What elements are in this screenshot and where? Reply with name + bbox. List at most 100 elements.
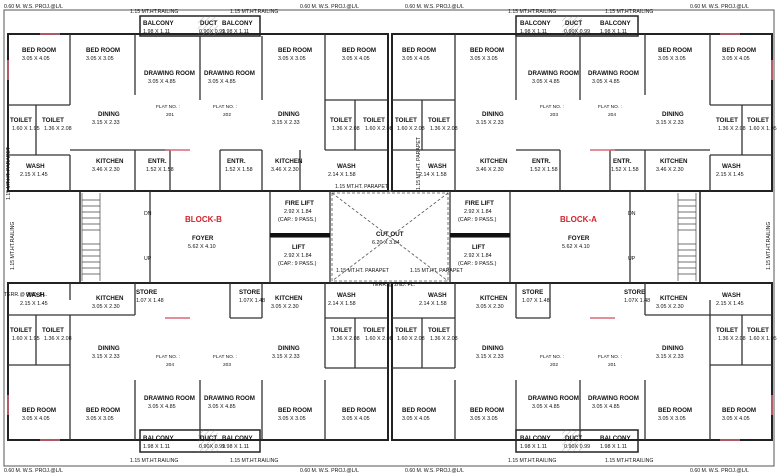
- room-name: DRAWING ROOM: [204, 395, 255, 402]
- room-name: STORE: [624, 289, 645, 296]
- room-name: ENTR.: [532, 158, 551, 165]
- room-name: ENTR.: [148, 158, 167, 165]
- room-dim: 3.15 X 2.33: [656, 120, 684, 126]
- cutout-outline: [331, 192, 449, 282]
- room-dim: 1.52 X 1.58: [225, 167, 253, 173]
- room-name: DRAWING ROOM: [204, 70, 255, 77]
- room-name: BED ROOM: [278, 47, 312, 54]
- room-dim: 2.92 X 1.84: [284, 253, 312, 259]
- railing-note: 1.15 MT.HT.RAILING: [605, 9, 653, 15]
- room-name: WASH: [26, 163, 45, 170]
- room-dim: 3.05 X 3.05: [86, 416, 114, 422]
- room-name: BALCONY: [143, 435, 174, 442]
- room-name: TOILET: [10, 327, 32, 334]
- duct-hatch-bl: [198, 430, 218, 452]
- room-name: LIFT: [292, 244, 305, 251]
- room-name: DUCT: [200, 20, 217, 27]
- room-dim: 2.15 X 1.45: [716, 172, 744, 178]
- room-dim: 0.90X 0.99: [564, 29, 590, 35]
- flat-label: FLAT NO. :: [540, 354, 564, 360]
- room-dim: 1.60 X 1.95: [12, 126, 40, 132]
- room-dim: 1.36 X 2.08: [44, 126, 72, 132]
- room-name: BED ROOM: [278, 407, 312, 414]
- room-dim: 3.05 X 4.85: [532, 404, 560, 410]
- proj-note: 0.60 M. W.S. PROJ.@L/L: [300, 4, 359, 10]
- room-name: BALCONY: [222, 20, 253, 27]
- parapet-note: 1.15 MT.HT. PARAPET: [335, 184, 389, 190]
- room-name: BED ROOM: [470, 47, 504, 54]
- room-name: DINING: [662, 345, 684, 352]
- room-name: TOILET: [747, 117, 769, 124]
- room-name: WASH: [337, 292, 356, 299]
- room-dim: 1.98 X 1.11: [600, 444, 627, 450]
- room-dim: 3.05 X 4.85: [148, 404, 176, 410]
- room-name: BED ROOM: [342, 407, 376, 414]
- room-name: BED ROOM: [22, 47, 56, 54]
- room-name: LIFT: [472, 244, 485, 251]
- room-dim: 6.20 X 3.84: [372, 240, 400, 246]
- room-name: BALCONY: [143, 20, 174, 27]
- room-name: ENTR.: [613, 158, 632, 165]
- room-name: DINING: [482, 111, 504, 118]
- room-dim: 3.05 X 4.05: [22, 56, 50, 62]
- block-a-label: BLOCK-A: [560, 215, 597, 224]
- room-cap: (CAP.: 9 PASS.): [458, 217, 497, 223]
- room-dim: 3.05 X 2.30: [92, 304, 120, 310]
- room-name: WASH: [337, 163, 356, 170]
- room-name: DINING: [278, 111, 300, 118]
- room-dim: 3.46 X 2.30: [92, 167, 120, 173]
- room-dim: 3.05 X 4.85: [592, 404, 620, 410]
- room-name: BED ROOM: [342, 47, 376, 54]
- room-dim: 3.05 X 3.05: [470, 416, 498, 422]
- proj-note: 0.60 M. W.S. PROJ.@L/L: [690, 468, 749, 474]
- room-dim: 3.05 X 4.05: [722, 56, 750, 62]
- room-name: BED ROOM: [722, 407, 756, 414]
- room-dim: 3.46 X 2.30: [271, 167, 299, 173]
- room-name: BALCONY: [600, 435, 631, 442]
- room-name: BED ROOM: [402, 407, 436, 414]
- room-dim: 1.60 X 2.08: [397, 126, 425, 132]
- room-dim: 1.60 X 1.95: [12, 336, 40, 342]
- room-dim: 2.15 X 1.45: [20, 301, 48, 307]
- railing-note: 1.15 MT.HT.RAILING: [230, 9, 278, 15]
- room-dim: 3.05 X 4.05: [402, 56, 430, 62]
- room-dim: 3.05 X 2.30: [271, 304, 299, 310]
- room-dim: 1.36 X 2.08: [430, 126, 458, 132]
- room-dim: 3.05 X 2.30: [476, 304, 504, 310]
- room-dim: 2.92 X 1.84: [464, 209, 492, 215]
- room-name: BED ROOM: [658, 47, 692, 54]
- room-dim: 3.15 X 2.33: [92, 120, 120, 126]
- room-name: DINING: [278, 345, 300, 352]
- room-cap: (CAP.: 9 PASS.): [278, 217, 317, 223]
- flat-number: 203: [223, 362, 231, 368]
- room-name: FOYER: [192, 235, 214, 242]
- room-dim: 1.98 X 1.11: [143, 29, 170, 35]
- room-name: WASH: [428, 163, 447, 170]
- staircase-right: [677, 193, 697, 281]
- room-name: DRAWING ROOM: [528, 395, 579, 402]
- room-name: TOILET: [395, 117, 417, 124]
- parapet-note: 1.15 MT.HT. PARAPET: [410, 268, 464, 274]
- room-dim: 1.36 X 2.08: [332, 336, 360, 342]
- room-name: KITCHEN: [275, 158, 303, 165]
- room-name: FOYER: [568, 235, 590, 242]
- room-dim: 1.07X 1.48: [624, 298, 650, 304]
- room-dim: 2.92 X 1.84: [284, 209, 312, 215]
- room-dim: 1.52 X 1.58: [146, 167, 174, 173]
- room-name: KITCHEN: [480, 295, 508, 302]
- room-dim: 1.36 X 2.08: [718, 336, 746, 342]
- room-dim: 2.92 X 1.84: [464, 253, 492, 259]
- room-name: DUCT: [565, 435, 582, 442]
- flat-number: 202: [223, 112, 231, 118]
- room-dim: 1.60 X 2.08: [365, 336, 393, 342]
- flat-number: 201: [166, 112, 174, 118]
- room-dim: 1.07 X 1.48: [136, 298, 164, 304]
- room-name: BED ROOM: [402, 47, 436, 54]
- windows: [7, 33, 773, 441]
- room-name: ENTR.: [227, 158, 246, 165]
- room-dim: 1.60 X 2.08: [397, 336, 425, 342]
- lift-doors: [270, 233, 510, 237]
- flat-number: 201: [608, 362, 616, 368]
- room-dim: 3.05 X 3.05: [658, 56, 686, 62]
- room-dim: 3.05 X 4.85: [532, 79, 560, 85]
